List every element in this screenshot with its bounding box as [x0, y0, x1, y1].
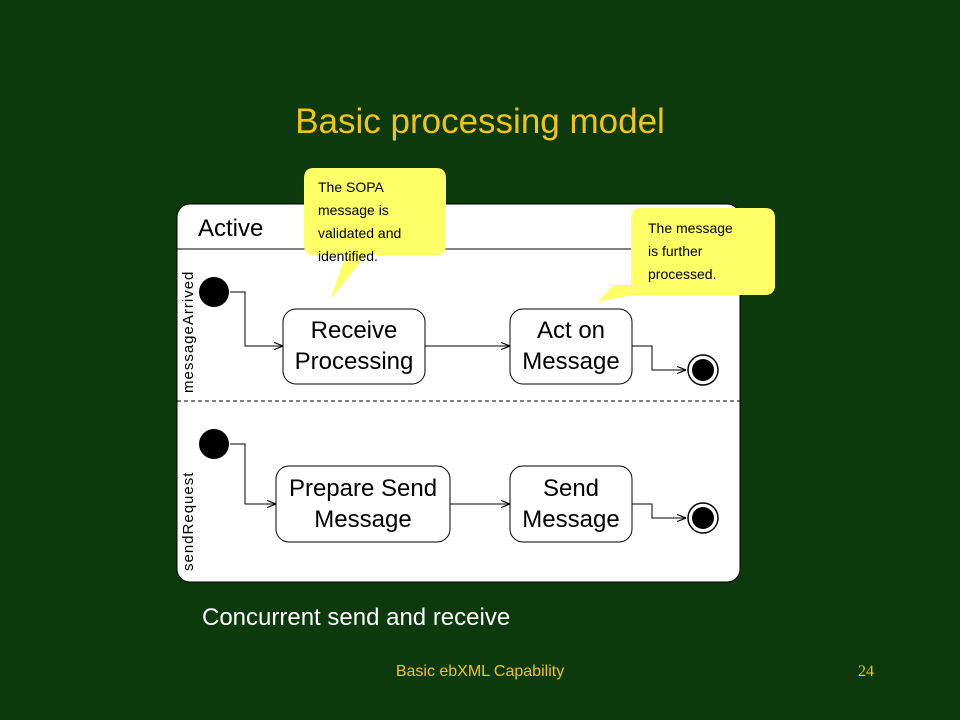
state-label-line2: Message	[522, 506, 619, 533]
note-line: identified.	[318, 248, 378, 264]
callout-note-further-processing: The message is further processed.	[598, 208, 775, 302]
region-label-send-request: sendRequest	[180, 472, 197, 571]
note-line: validated and	[318, 225, 401, 241]
state-label-line1: Prepare Send	[289, 475, 437, 502]
state-label-line1: Act on	[537, 317, 605, 344]
note-line: processed.	[648, 266, 716, 282]
state-act-on-message: Act on Message	[509, 308, 633, 385]
state-label-line2: Message	[314, 506, 411, 533]
state-prepare-send-message: Prepare Send Message	[275, 465, 451, 543]
transition-arrow	[230, 443, 276, 504]
state-send-message: Send Message	[509, 465, 633, 543]
slide-subtitle: Concurrent send and receive	[202, 604, 511, 631]
slide-footer: Basic ebXML Capability	[395, 663, 565, 680]
state-label-line2: Processing	[295, 348, 414, 375]
initial-state-marker	[199, 429, 229, 459]
note-line: The message	[648, 220, 733, 236]
state-label-line1: Receive	[311, 317, 398, 344]
initial-state-marker	[199, 277, 229, 307]
transition-arrow	[230, 291, 283, 346]
state-label-line2: Message	[522, 348, 619, 375]
state-label-line1: Send	[543, 475, 599, 502]
note-line: is further	[648, 243, 703, 259]
note-line: message is	[318, 202, 389, 218]
note-line: The SOPA	[318, 179, 385, 195]
composite-state-label: Active	[198, 215, 263, 242]
final-state-marker	[687, 354, 719, 386]
transition-arrow	[632, 345, 686, 370]
page-number: 24	[858, 663, 874, 680]
final-state-marker	[687, 502, 719, 534]
region-label-message-arrived: messageArrived	[180, 271, 197, 393]
transition-arrow	[632, 503, 686, 518]
slide-title: Basic processing model	[295, 102, 665, 141]
callout-note-validation: The SOPA message is validated and identi…	[304, 168, 446, 300]
state-receive-processing: Receive Processing	[282, 308, 426, 385]
